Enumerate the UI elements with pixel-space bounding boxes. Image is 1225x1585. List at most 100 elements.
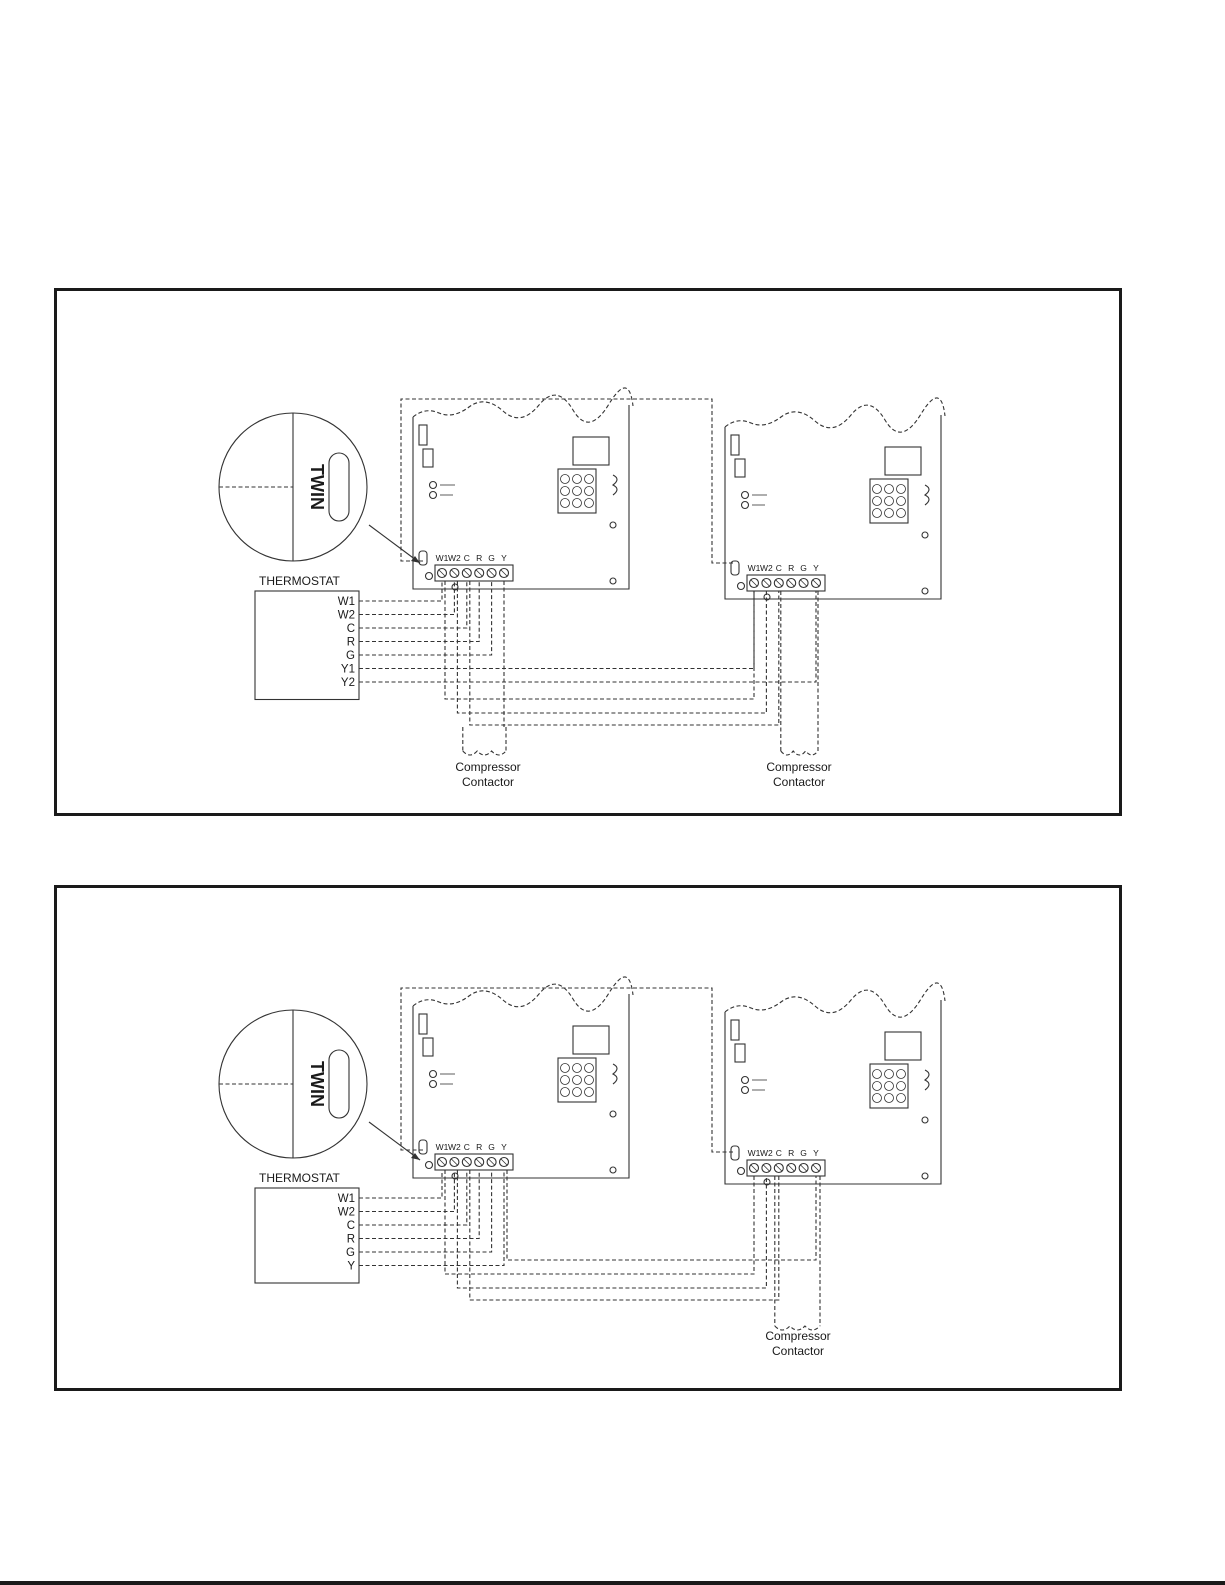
plug-pin-icon <box>873 485 882 494</box>
contactor-label-1: CompressorContactor <box>765 1329 830 1358</box>
thermostat: THERMOSTATW1W2CRGY <box>255 1171 359 1283</box>
plug-connector-icon <box>870 479 908 523</box>
mount-screw-icon <box>610 1111 616 1117</box>
plug-pin-icon <box>561 499 570 508</box>
terminal-label-y: Y <box>501 553 507 563</box>
terminal-label-r: R <box>788 1148 794 1158</box>
terminal-label-w2: W2 <box>448 1142 461 1152</box>
terminal-label-w2: W2 <box>760 1148 773 1158</box>
dip-switch-icon <box>419 425 427 445</box>
relay-icon <box>885 447 921 475</box>
control-board-1: W1W2CRGY <box>413 977 633 1179</box>
dip-block-icon <box>423 449 433 467</box>
compressor-contactor-1 <box>775 1176 820 1330</box>
plug-pin-icon <box>885 1070 894 1079</box>
terminal-label-c: C <box>464 553 470 563</box>
led-red-icon <box>430 492 437 499</box>
terminal-screw-slot <box>751 580 757 586</box>
plug-pin-icon <box>585 1076 594 1085</box>
thermostat-terminal-w1: W1 <box>338 596 355 608</box>
terminal-label-r: R <box>476 1142 482 1152</box>
twin-link-wire <box>401 399 733 563</box>
terminal-screw-slot <box>813 580 819 586</box>
plug-connector-icon <box>558 469 596 513</box>
plug-pin-icon <box>873 1070 882 1079</box>
led-red-icon <box>742 502 749 509</box>
thermostat-terminal-y1: Y1 <box>341 664 355 676</box>
board-top-edge <box>413 388 633 422</box>
terminal-label-g: G <box>488 1142 495 1152</box>
fuse-clip-icon <box>925 485 929 505</box>
led-red-icon <box>430 1081 437 1088</box>
plug-pin-icon <box>885 1094 894 1103</box>
terminal-label-w1: W1 <box>748 563 761 573</box>
led-green-icon <box>430 1071 437 1078</box>
terminal-label-y: Y <box>813 563 819 573</box>
contactor-label-1: CompressorContactor <box>455 760 520 789</box>
terminal-label-w1: W1 <box>748 1148 761 1158</box>
dip-block-icon <box>423 1038 433 1056</box>
relay-icon <box>885 1032 921 1060</box>
thermostat-title: THERMOSTAT <box>259 1171 341 1185</box>
wiring-diagram-2-drawing: TWINW1W2CRGYW1W2CRGYTHERMOSTATW1W2CRGYCo… <box>57 888 1119 1388</box>
contactor-label-line2: Contactor <box>772 1344 824 1358</box>
magnifier-callout: TWIN <box>219 413 420 563</box>
plug-pin-icon <box>573 499 582 508</box>
plug-pin-icon <box>585 1064 594 1073</box>
magnifier-jumper-slot <box>329 453 349 521</box>
terminal-label-g: G <box>488 553 495 563</box>
mount-screw-icon <box>426 573 433 580</box>
board-top-edge <box>725 398 945 432</box>
wire-w2 <box>359 581 454 615</box>
terminal-screw-slot <box>763 580 769 586</box>
thermostat-terminal-c: C <box>347 623 355 635</box>
mount-screw-icon <box>426 1162 433 1169</box>
plug-pin-icon <box>561 1088 570 1097</box>
thermostat-terminal-r: R <box>347 637 355 649</box>
terminal-screw-slot <box>788 1165 794 1171</box>
contactor-label-line1: Compressor <box>766 760 831 774</box>
plug-pin-icon <box>561 475 570 484</box>
terminal-label-w2: W2 <box>760 563 773 573</box>
plug-pin-icon <box>885 1082 894 1091</box>
magnifier-jumper-slot <box>329 1050 349 1118</box>
contactor-coil-icon <box>463 751 506 755</box>
terminal-screw-slot <box>464 570 470 576</box>
terminal-label-y: Y <box>813 1148 819 1158</box>
terminal-screw-slot <box>751 1165 757 1171</box>
mount-screw-icon <box>738 583 745 590</box>
plug-pin-icon <box>585 499 594 508</box>
wire-g <box>359 581 492 655</box>
plug-pin-icon <box>897 497 906 506</box>
dip-switch-icon <box>731 435 739 455</box>
terminal-screw-slot <box>439 1159 445 1165</box>
dip-switch-icon <box>419 1014 427 1034</box>
plug-pin-icon <box>585 475 594 484</box>
thermostat-title: THERMOSTAT <box>259 574 341 588</box>
plug-pin-icon <box>573 1088 582 1097</box>
terminal-label-w1: W1 <box>436 1142 449 1152</box>
plug-pin-icon <box>561 1064 570 1073</box>
terminal-label-g: G <box>800 1148 807 1158</box>
led-green-icon <box>742 1077 749 1084</box>
thermostat-terminal-g: G <box>346 1247 355 1259</box>
magnifier-pointer <box>369 1122 420 1160</box>
wire-r <box>359 581 479 642</box>
thermostat-terminal-y: Y <box>347 1261 355 1273</box>
terminal-label-w2: W2 <box>448 553 461 563</box>
led-red-icon <box>742 1087 749 1094</box>
page-bottom-rule <box>0 1581 1225 1585</box>
wire-c-b1-b2 <box>470 581 779 725</box>
terminal-label-w1: W1 <box>436 553 449 563</box>
plug-pin-icon <box>873 497 882 506</box>
plug-pin-icon <box>561 487 570 496</box>
fuse-clip-icon <box>613 1064 617 1084</box>
thermostat-terminal-w1: W1 <box>338 1193 355 1205</box>
plug-pin-icon <box>897 1094 906 1103</box>
magnifier-twin-label: TWIN <box>307 464 327 510</box>
twin-jumper-icon <box>731 1146 739 1160</box>
thermostat-terminal-c: C <box>347 1220 355 1232</box>
relay-icon <box>573 1026 609 1054</box>
